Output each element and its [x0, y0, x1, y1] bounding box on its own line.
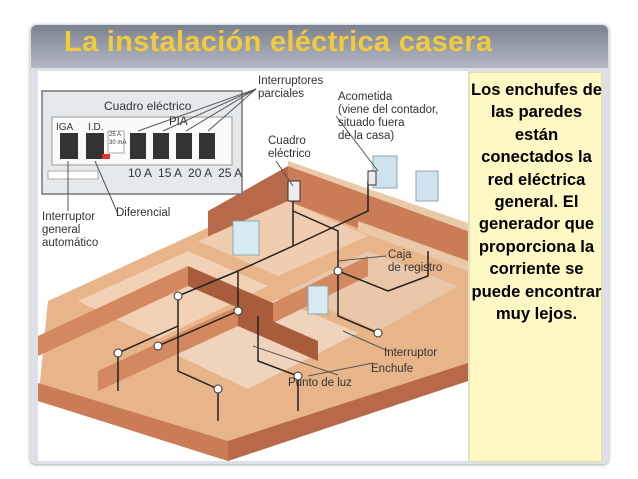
window-4 [307, 285, 329, 315]
window-3 [232, 220, 260, 256]
label-cuadro-electrico: Cuadro eléctrico [268, 135, 311, 160]
window-1 [372, 155, 398, 189]
label-diferencial: Diferencial [116, 207, 171, 219]
label-interruptor: Interruptor [384, 347, 438, 359]
label-caja-registro: Caja de registro [388, 249, 443, 274]
pia-switch-4 [199, 133, 215, 159]
iga-switch [60, 133, 78, 159]
label-acometida: Acometida (viene del contador, situado f… [338, 91, 439, 142]
electrical-panel [41, 90, 243, 195]
id-small-2: 30 mA [109, 140, 127, 146]
pia-switch-1 [130, 133, 146, 159]
wall-top-right [358, 221, 468, 271]
wall-b [188, 266, 273, 323]
acometida-box [367, 170, 377, 186]
back-wall-right-top [288, 161, 468, 231]
callout-lines [67, 88, 389, 377]
room-floor-3 [168, 299, 358, 389]
wall-front [38, 383, 228, 461]
label-interruptores-parciales: Interruptores parciales [258, 75, 324, 100]
id-small-1: 25 A [109, 132, 122, 138]
iga-label: IGA [56, 122, 74, 133]
wall-a [38, 266, 188, 356]
label-punto-luz: Punto de luz [288, 377, 352, 389]
pia-label: PIA [169, 116, 188, 128]
slide-title: La instalación eléctrica casera [64, 26, 493, 58]
note-box: Los enchufes de las paredes están conect… [469, 72, 602, 462]
house-wiring-illustration: Cuadro eléctrico PIA IGA I.D. 25 A 30 mA… [38, 71, 468, 461]
light-points [113, 266, 383, 394]
cuadro-electrico-box [287, 180, 301, 202]
id-switch [86, 133, 104, 159]
panel-title: Cuadro eléctrico [104, 99, 192, 113]
title-bar [31, 25, 608, 68]
room-floor-2 [198, 201, 368, 276]
house-wiring-diagram [38, 88, 468, 461]
wall-front-right [228, 363, 468, 461]
room-floor-1 [78, 251, 268, 339]
id-label: I.D. [88, 122, 104, 133]
label-enchufe: Enchufe [371, 363, 414, 375]
pia-switch-3 [176, 133, 192, 159]
room-floor-4 [288, 251, 458, 331]
note-text: Los enchufes de las paredes están conect… [471, 80, 602, 324]
ratings: 10 A 15 A 20 A 25 A [128, 166, 243, 180]
wall-d [98, 306, 238, 391]
pia-switch-2 [153, 133, 169, 159]
window-2 [415, 170, 439, 202]
back-wall-left [208, 166, 288, 246]
wiring [117, 181, 429, 421]
label-interruptor-general: Interruptor general automático [42, 211, 99, 249]
